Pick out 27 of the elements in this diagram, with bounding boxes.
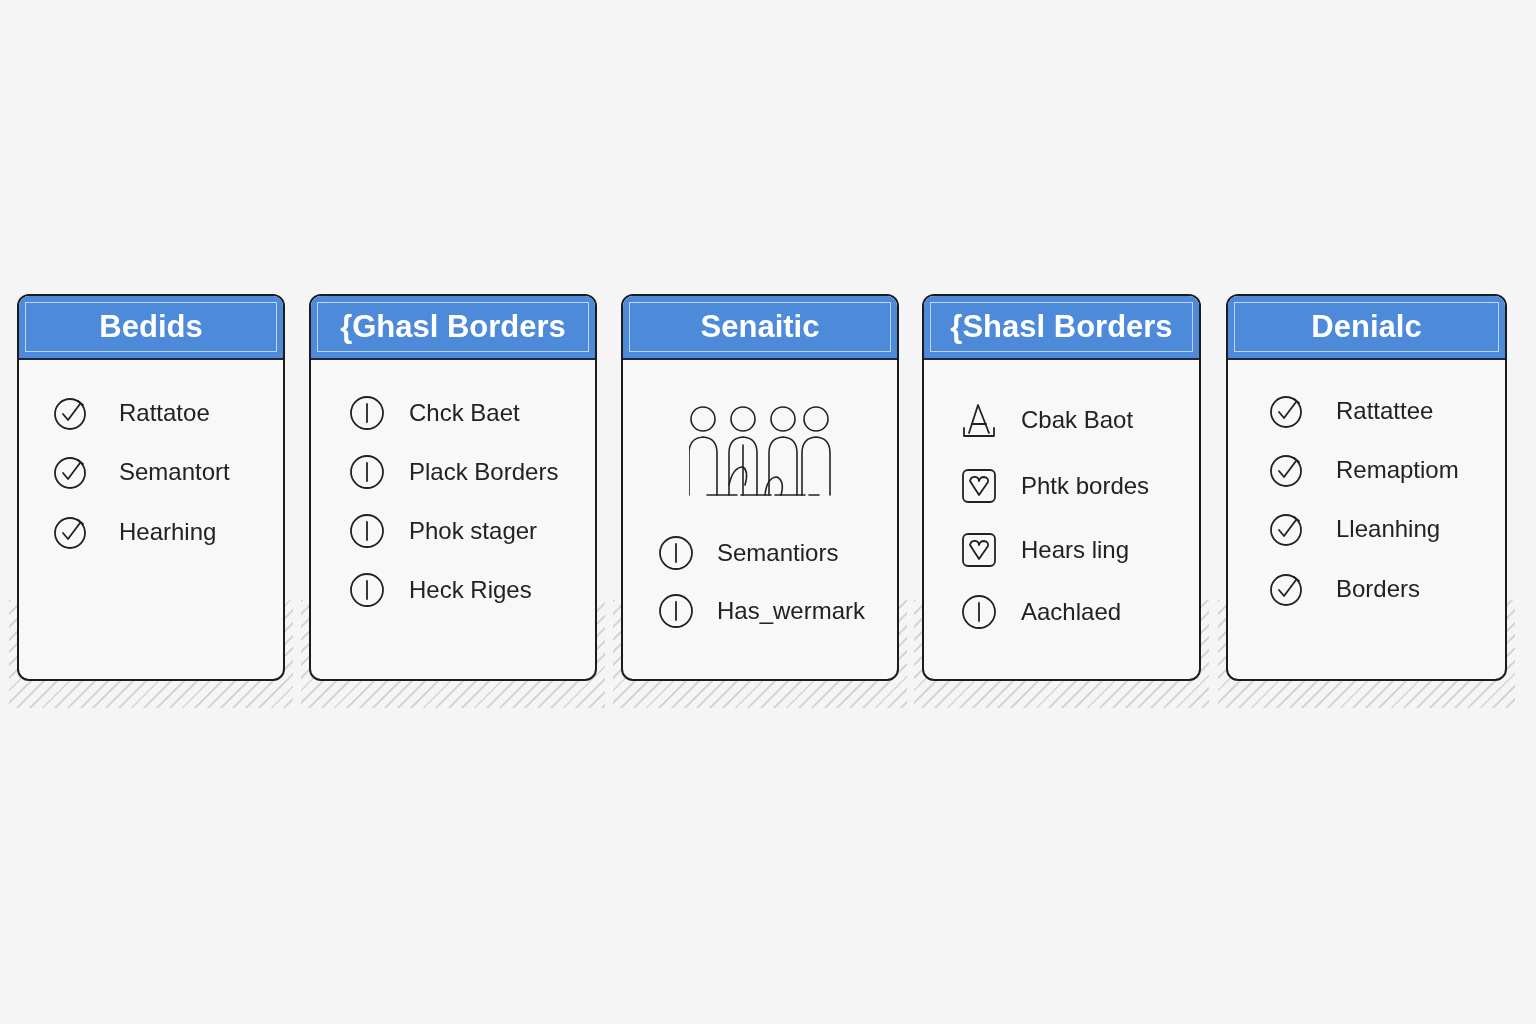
list-item-text: Aachlaed	[1021, 597, 1122, 627]
list-item-text: Rattatoe	[119, 398, 210, 428]
list-item-text: Phok stager	[409, 516, 538, 546]
list-item-text: Rattattee	[1336, 396, 1434, 426]
card	[922, 294, 1201, 681]
list-item-text: Semantort	[119, 457, 230, 487]
card-header: Senaitic	[623, 296, 897, 360]
list-item-text: Semantiors	[717, 538, 839, 568]
card	[1226, 294, 1507, 681]
card	[309, 294, 597, 681]
list-item-text: Remaptiom	[1336, 455, 1459, 485]
card	[17, 294, 285, 681]
list-item-text: Has_wermark	[717, 596, 866, 626]
list-item-text: Borders	[1336, 574, 1421, 604]
card-header: {Ghasl Borders	[311, 296, 595, 360]
list-item-text: Lleanhing	[1336, 514, 1441, 544]
list-item-text: Cbak Baot	[1021, 405, 1134, 435]
card-header: Denialc	[1228, 296, 1505, 360]
list-item-text: Chck Baet	[409, 398, 520, 428]
card-header: Bedids	[19, 296, 283, 360]
list-item-text: Phtk bordes	[1021, 471, 1150, 501]
list-item-text: Hears ling	[1021, 535, 1130, 565]
list-item-text: Plack Borders	[409, 457, 559, 487]
list-item-text: Hearhing	[119, 517, 217, 547]
card	[621, 294, 899, 681]
card-header: {Shasl Borders	[924, 296, 1199, 360]
list-item-text: Heck Riges	[409, 575, 532, 605]
